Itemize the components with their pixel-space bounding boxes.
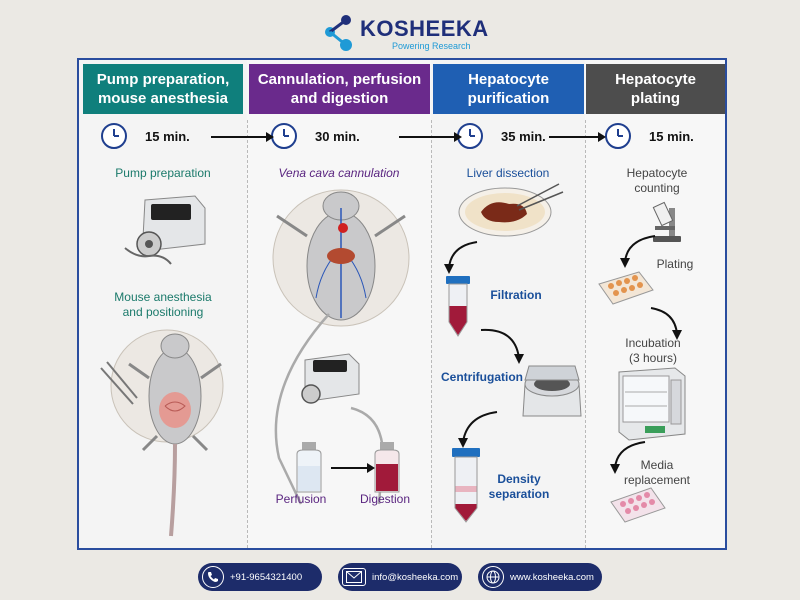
phone-icon xyxy=(202,566,224,588)
website-url: www.kosheeka.com xyxy=(510,571,594,583)
filtration-label: Filtration xyxy=(490,288,542,302)
incubation-label: Incubation (3 hours) xyxy=(625,336,681,365)
flow-arrow xyxy=(331,463,375,473)
flow-arrow xyxy=(620,235,656,268)
anesthetized-mouse-illustration xyxy=(100,329,224,537)
email-address: info@kosheeka.com xyxy=(372,571,459,583)
time-label: 30 min. xyxy=(315,128,360,144)
incubator-illustration xyxy=(618,367,686,441)
step-4-time: 15 min. xyxy=(605,122,694,150)
flow-arrow xyxy=(650,307,682,340)
vena-cava-cannulation-label: Vena cava cannulation xyxy=(278,166,400,180)
hepatocyte-counting-label: Hepatocyte counting xyxy=(626,166,688,195)
pump-preparation-label: Pump preparation xyxy=(115,166,211,180)
flow-arrow xyxy=(480,328,524,364)
centrifugation-label: Centrifugation xyxy=(441,370,523,384)
liver-dish-illustration xyxy=(458,183,564,237)
plating-label: Plating xyxy=(656,257,694,271)
step-1-header: Pump preparation, mouse anesthesia xyxy=(83,64,243,114)
column-divider xyxy=(431,120,432,548)
culture-plate-icon xyxy=(598,271,654,305)
step-2-time: 30 min. xyxy=(271,122,360,150)
brand-tagline: Powering Research xyxy=(392,41,471,51)
microscope-icon xyxy=(652,201,681,242)
cannulated-mouse-illustration xyxy=(272,189,410,327)
mouse-anesthesia-label: Mouse anesthesia and positioning xyxy=(114,290,212,319)
media-replacement-label: Media replacement xyxy=(623,458,691,487)
liver-dissection-label: Liver dissection xyxy=(466,166,550,180)
perfusion-label: Perfusion xyxy=(275,492,327,506)
step-4-header: Hepatocyte plating xyxy=(586,64,725,114)
column-divider xyxy=(247,120,248,548)
time-label: 15 min. xyxy=(145,128,190,144)
brand-logo: KOSHEEKA Powering Research xyxy=(322,10,492,54)
phone-number: +91-9654321400 xyxy=(230,571,303,583)
workflow-panel: Pump preparation, mouse anesthesia Cannu… xyxy=(77,58,727,550)
step-3-time: 35 min. xyxy=(457,122,546,150)
centrifuge-illustration xyxy=(522,365,582,417)
density-separation-label: Density separation xyxy=(488,472,550,501)
digestion-bottle-icon xyxy=(374,442,400,493)
contact-phone[interactable]: +91-9654321400 xyxy=(198,563,322,591)
flow-arrow xyxy=(549,132,606,142)
contact-email[interactable]: info@kosheeka.com xyxy=(338,563,462,591)
flow-arrow xyxy=(399,132,462,142)
step-1-time: 15 min. xyxy=(101,122,190,150)
flow-arrow xyxy=(211,132,274,142)
email-icon xyxy=(342,568,366,586)
flow-arrow xyxy=(610,441,646,474)
time-label: 35 min. xyxy=(501,128,546,144)
step-2-header: Cannulation, perfusion and digestion xyxy=(249,64,430,114)
clock-icon xyxy=(101,123,127,149)
column-divider xyxy=(585,120,586,548)
filtration-tube-icon xyxy=(446,276,470,337)
contact-website[interactable]: www.kosheeka.com xyxy=(478,563,602,591)
molecule-icon xyxy=(325,15,352,51)
clock-icon xyxy=(605,123,631,149)
peristaltic-pump-illustration xyxy=(124,195,206,265)
density-tube-icon xyxy=(452,448,480,523)
perfusion-bottle-icon xyxy=(296,442,322,493)
step-3-header: Hepatocyte purification xyxy=(433,64,584,114)
globe-icon xyxy=(482,566,504,588)
media-plate-icon xyxy=(610,487,666,523)
time-label: 15 min. xyxy=(649,128,694,144)
brand-name: KOSHEEKA xyxy=(360,16,489,41)
flow-arrow xyxy=(444,241,478,274)
flow-arrow xyxy=(458,411,498,448)
digestion-label: Digestion xyxy=(359,492,411,506)
